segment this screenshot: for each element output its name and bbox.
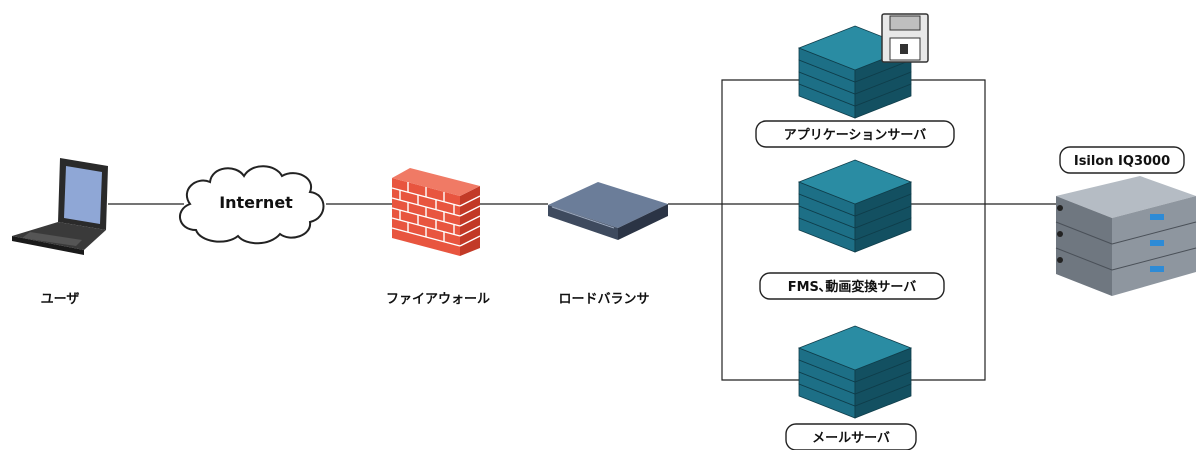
server-stack-icon — [797, 325, 913, 419]
line-server-bus — [721, 79, 800, 381]
connector-lines — [108, 79, 1060, 381]
cloud-icon — [179, 165, 325, 245]
server-stack-icon — [797, 25, 913, 119]
mail-server-label: メールサーバ — [812, 431, 890, 446]
line-storage-bus — [910, 79, 986, 381]
app-server-label-box: アプリケーションサーバ — [755, 120, 955, 148]
fms-server-label: FMS､動画変換サーバ — [788, 279, 917, 295]
user-label: ユーザ — [41, 292, 80, 307]
network-appliance-icon — [548, 182, 668, 240]
floppy-disk-icon — [881, 13, 929, 63]
storage-label: Isilon IQ3000 — [1074, 154, 1170, 169]
load-balancer-label: ロードバランサ — [558, 292, 649, 307]
laptop-icon — [12, 158, 108, 255]
firewall-label: ファイアウォール — [386, 292, 490, 307]
fms-server-label-box: FMS､動画変換サーバ — [759, 272, 945, 300]
internet-label: Internet — [219, 193, 293, 212]
app-server-label: アプリケーションサーバ — [784, 128, 927, 143]
server-stack-icon — [797, 159, 913, 253]
mail-server-label-box: メールサーバ — [785, 423, 917, 450]
brick-wall-icon — [391, 168, 481, 256]
storage-label-box: Isilon IQ3000 — [1059, 146, 1185, 174]
storage-array-icon — [1055, 176, 1197, 296]
